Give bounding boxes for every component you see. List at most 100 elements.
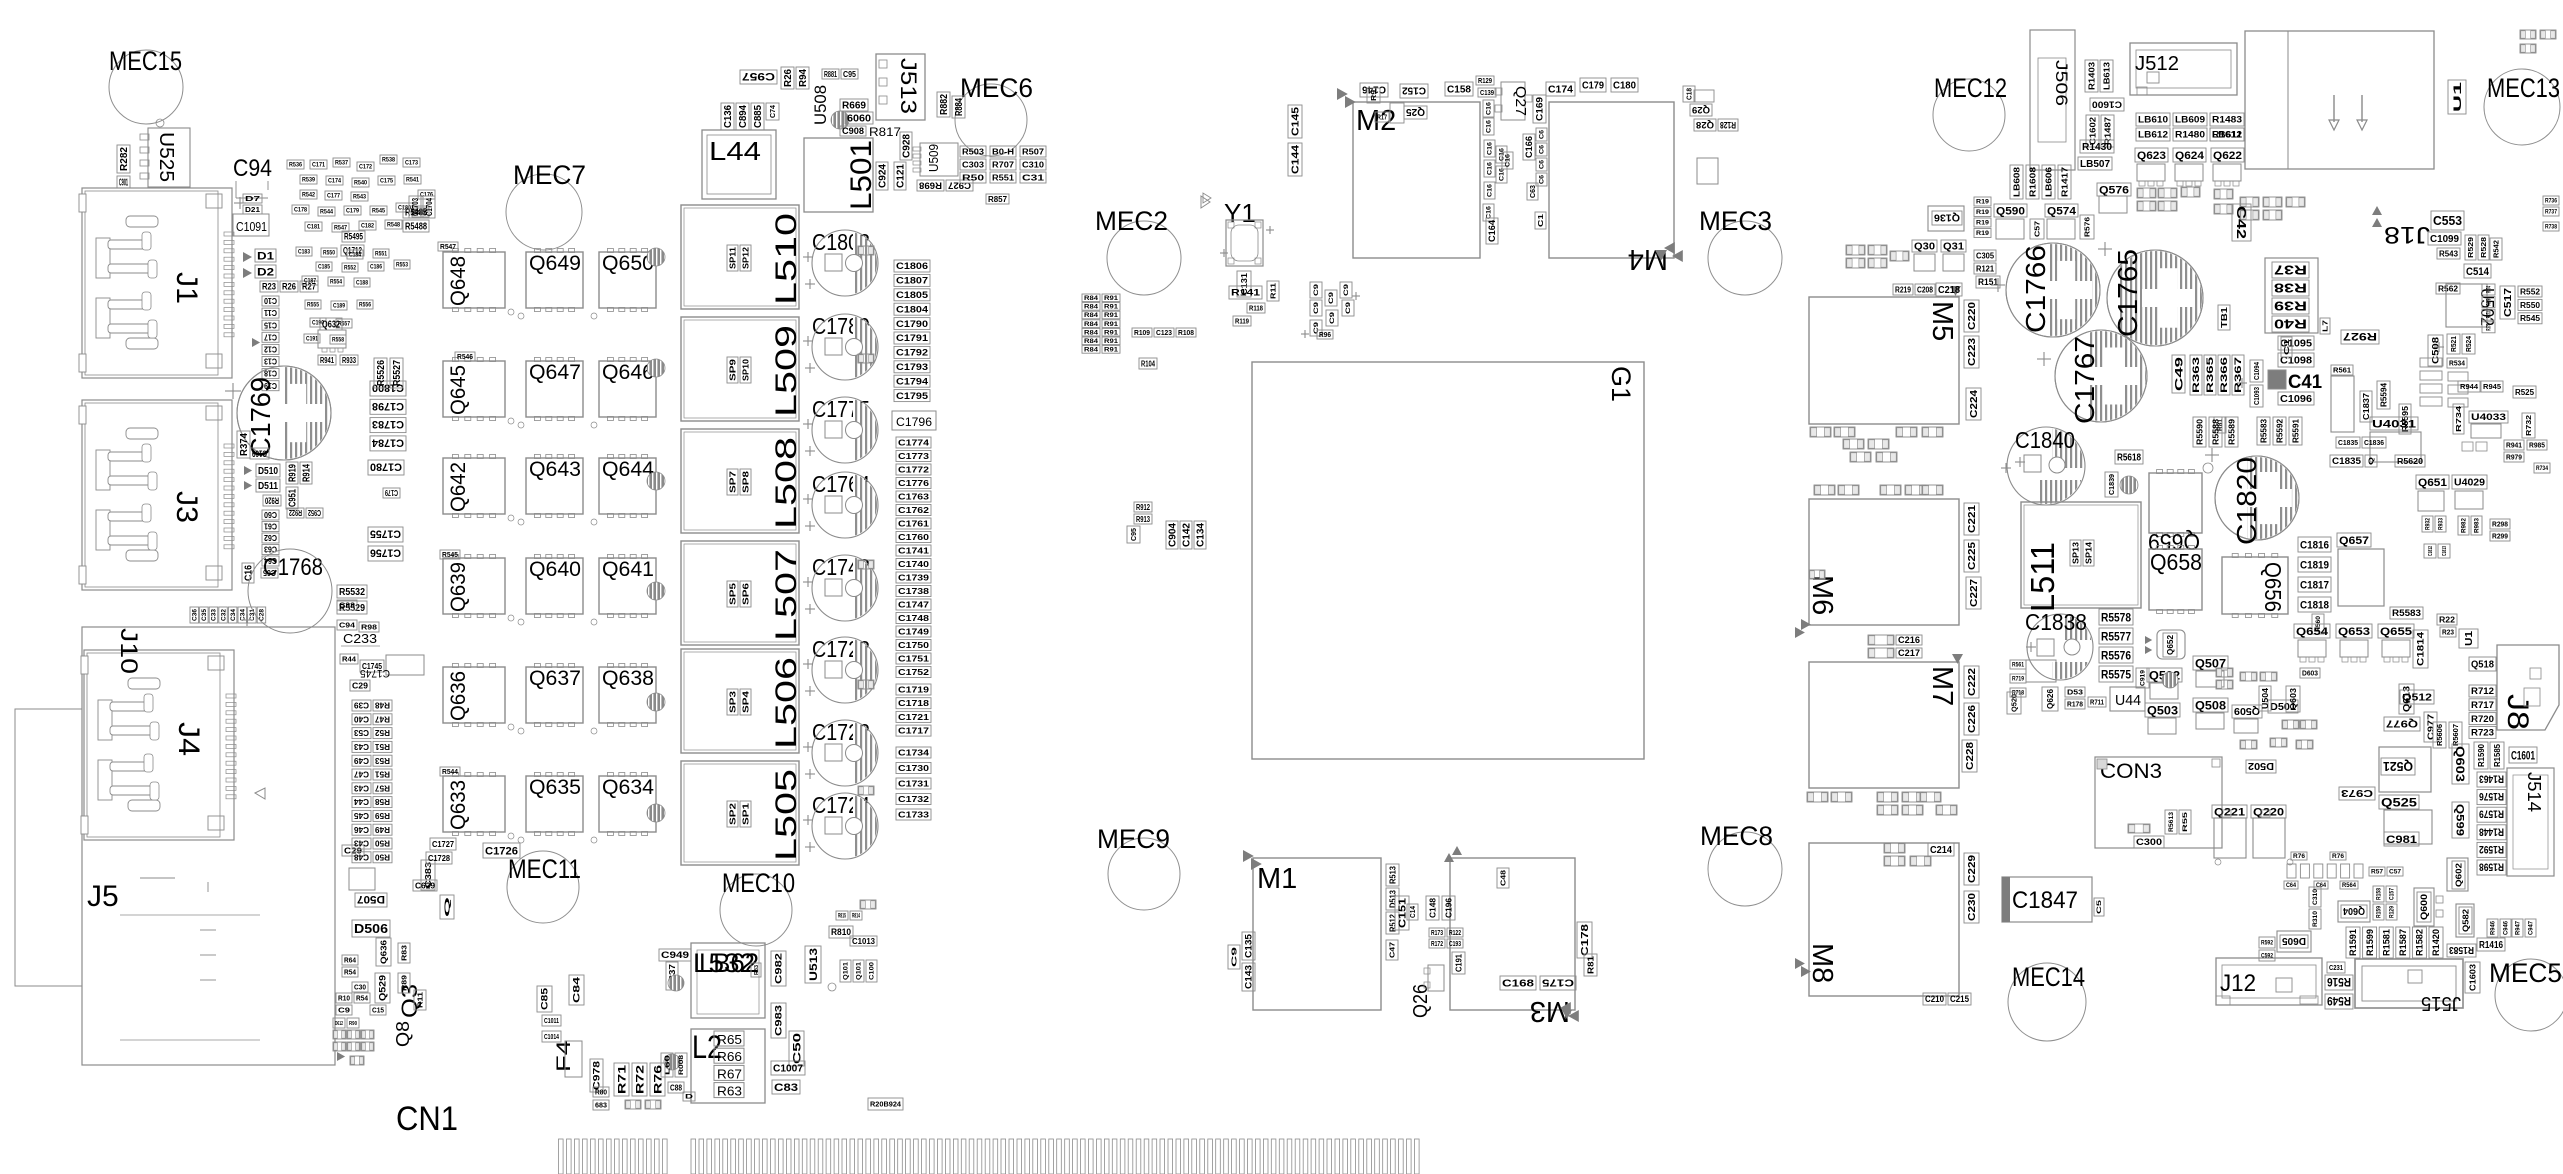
svg-text:R562: R562 (2438, 284, 2459, 293)
svg-text:C100: C100 (870, 961, 876, 980)
svg-text:L7: L7 (2323, 320, 2330, 332)
svg-text:C217: C217 (1898, 648, 1920, 658)
svg-text:R378: R378 (2487, 323, 2493, 330)
svg-text:C42: C42 (2234, 206, 2249, 239)
svg-text:R84: R84 (1084, 322, 1099, 328)
svg-text:C9: C9 (1314, 321, 1320, 334)
svg-text:MEC7: MEC7 (513, 160, 586, 190)
svg-text:R551: R551 (992, 173, 1015, 182)
svg-text:C1704: C1704 (425, 198, 434, 216)
svg-text:C303: C303 (962, 160, 985, 169)
svg-text:Q520: Q520 (2012, 694, 2019, 712)
svg-text:C1780: C1780 (370, 461, 402, 473)
svg-text:C145: C145 (1291, 106, 1302, 136)
svg-text:R933: R933 (342, 356, 356, 365)
svg-text:R374: R374 (2487, 286, 2493, 293)
svg-text:R551: R551 (375, 252, 388, 258)
svg-text:C95: C95 (1131, 528, 1138, 541)
svg-text:R732: R732 (2526, 415, 2533, 436)
svg-text:683: 683 (595, 1103, 607, 1110)
svg-text:R67: R67 (717, 1066, 742, 1081)
svg-text:U508: U508 (811, 85, 830, 125)
svg-text:R40: R40 (2274, 316, 2307, 331)
svg-text:J513: J513 (896, 58, 921, 114)
svg-text:C1835: C1835 (2332, 456, 2361, 466)
svg-text:C310: C310 (2313, 888, 2319, 905)
svg-text:R1430: R1430 (2082, 142, 2112, 153)
svg-text:C11: C11 (263, 308, 277, 317)
svg-text:C9: C9 (1329, 291, 1335, 304)
svg-text:C1602: C1602 (2088, 116, 2097, 145)
svg-text:R65: R65 (717, 1032, 742, 1047)
svg-text:C226: C226 (1967, 704, 1978, 733)
svg-text:C222: C222 (1967, 667, 1978, 696)
svg-text:R941: R941 (320, 356, 334, 365)
svg-text:R282: R282 (119, 147, 130, 171)
svg-text:R26: R26 (783, 69, 794, 87)
svg-text:U1: U1 (2452, 82, 2464, 112)
svg-text:R5577: R5577 (2101, 629, 2131, 643)
svg-text:C1011: C1011 (544, 1018, 559, 1025)
svg-text:Q626: Q626 (2046, 688, 2055, 709)
svg-text:C179: C179 (346, 209, 360, 215)
svg-text:R173: R173 (1431, 930, 1443, 937)
svg-text:R982: R982 (2462, 517, 2468, 533)
svg-text:C885: C885 (753, 105, 764, 128)
svg-text:R1416: R1416 (2479, 940, 2503, 951)
svg-text:R84: R84 (1084, 339, 1099, 345)
svg-text:R19: R19 (1976, 231, 1990, 237)
svg-text:L508: L508 (770, 437, 803, 529)
svg-text:MEC6: MEC6 (960, 73, 1033, 103)
svg-text:C43: C43 (353, 839, 369, 848)
svg-text:MEC2: MEC2 (1095, 206, 1168, 236)
svg-text:R707: R707 (992, 160, 1015, 169)
svg-text:R5607: R5607 (2453, 724, 2460, 746)
svg-text:C1728: C1728 (428, 854, 451, 863)
svg-text:R5592: R5592 (2275, 418, 2284, 443)
svg-text:C1763: C1763 (898, 492, 930, 501)
svg-text:R5594: R5594 (2379, 382, 2388, 407)
svg-text:Q622: Q622 (2213, 150, 2242, 162)
svg-text:Q644: Q644 (602, 458, 654, 481)
svg-text:C9: C9 (1344, 283, 1350, 296)
svg-text:C1741: C1741 (898, 546, 930, 555)
svg-text:MEC5: MEC5 (2489, 958, 2562, 988)
svg-text:R23: R23 (262, 282, 276, 292)
svg-text:SP6: SP6 (741, 582, 750, 605)
svg-text:R914: R914 (302, 464, 313, 482)
svg-text:C924: C924 (878, 164, 889, 188)
svg-text:R367: R367 (2233, 357, 2243, 393)
svg-text:R1612: R1612 (2212, 130, 2242, 140)
svg-text:C16: C16 (1500, 167, 1506, 181)
svg-text:R19: R19 (1976, 200, 1990, 206)
svg-text:C33: C33 (339, 603, 355, 610)
svg-text:C185: C185 (318, 265, 331, 271)
svg-text:R912: R912 (1136, 503, 1150, 512)
svg-text:R507: R507 (1022, 147, 1045, 156)
svg-text:Q636: Q636 (447, 671, 470, 721)
svg-text:C17: C17 (264, 332, 277, 341)
svg-text:C1750: C1750 (898, 641, 930, 650)
svg-text:LB612: LB612 (2138, 130, 2168, 140)
svg-text:R5620: R5620 (2397, 457, 2424, 466)
svg-text:C16: C16 (1488, 161, 1494, 175)
svg-text:C190: C190 (312, 321, 325, 327)
svg-text:MEC8: MEC8 (1700, 821, 1773, 851)
svg-text:Q503: Q503 (2147, 703, 2178, 717)
svg-text:C1703: C1703 (411, 198, 420, 216)
svg-text:R49: R49 (374, 825, 390, 834)
svg-text:C1807: C1807 (896, 276, 928, 286)
svg-text:R947: R947 (2516, 920, 2522, 935)
svg-text:R712: R712 (2471, 686, 2494, 696)
svg-text:Q603: Q603 (2453, 746, 2467, 782)
svg-text:Q641: Q641 (602, 558, 654, 581)
svg-text:R119: R119 (1235, 319, 1249, 326)
svg-text:C9: C9 (1314, 283, 1320, 296)
svg-text:C136: C136 (723, 105, 734, 128)
svg-text:C1752: C1752 (898, 668, 930, 677)
svg-text:R528: R528 (2481, 237, 2488, 258)
svg-text:R558: R558 (332, 338, 345, 344)
svg-text:D: D (685, 1095, 694, 1101)
svg-text:C139: C139 (1480, 90, 1494, 97)
svg-text:L507: L507 (770, 549, 803, 641)
